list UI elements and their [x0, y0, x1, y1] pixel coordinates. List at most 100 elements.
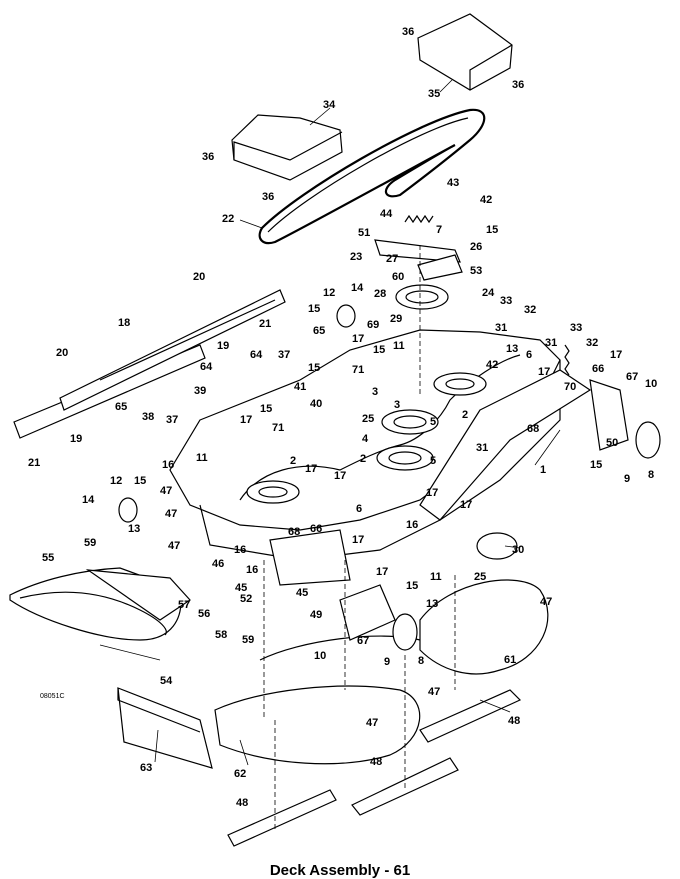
- callout-17: 17: [305, 463, 317, 475]
- callout-66: 66: [310, 523, 322, 535]
- callout-33: 33: [500, 295, 512, 307]
- callout-45: 45: [296, 587, 308, 599]
- callout-59: 59: [84, 537, 96, 549]
- callout-50: 50: [606, 437, 618, 449]
- callout-47: 47: [168, 540, 180, 552]
- callout-20: 20: [56, 347, 68, 359]
- callout-9: 9: [624, 473, 630, 485]
- callout-13: 13: [506, 343, 518, 355]
- callout-17: 17: [352, 534, 364, 546]
- callout-47: 47: [165, 508, 177, 520]
- callout-31: 31: [476, 442, 488, 454]
- callout-17: 17: [426, 487, 438, 499]
- callout-17: 17: [334, 470, 346, 482]
- deck-lower-shell: [214, 579, 549, 765]
- callout-16: 16: [406, 519, 418, 531]
- callout-4: 4: [362, 433, 369, 445]
- callout-64: 64: [200, 361, 213, 373]
- callout-67: 67: [626, 371, 638, 383]
- side-panel: [117, 687, 213, 769]
- callout-16: 16: [246, 564, 258, 576]
- callout-70: 70: [564, 381, 576, 393]
- callout-67: 67: [357, 635, 369, 647]
- callout-52: 52: [240, 593, 252, 605]
- callout-40: 40: [310, 398, 322, 410]
- callout-54: 54: [160, 675, 173, 687]
- callout-17: 17: [352, 333, 364, 345]
- callout-17: 17: [538, 366, 550, 378]
- callout-65: 65: [115, 401, 127, 413]
- callout-22: 22: [222, 213, 234, 225]
- callout-31: 31: [495, 322, 507, 334]
- callout-13: 13: [128, 523, 140, 535]
- callout-51: 51: [358, 227, 370, 239]
- callout-9: 9: [384, 656, 390, 668]
- callout-37: 37: [278, 349, 290, 361]
- callout-28: 28: [374, 288, 386, 300]
- leader-lines: [99, 79, 561, 766]
- callout-47: 47: [160, 485, 172, 497]
- callout-38: 38: [142, 411, 154, 423]
- callout-3: 3: [372, 386, 378, 398]
- reference-code: 08051C: [40, 693, 65, 700]
- callout-61: 61: [504, 654, 516, 666]
- callout-58: 58: [215, 629, 227, 641]
- callout-30: 30: [512, 544, 524, 556]
- callout-12: 12: [110, 475, 122, 487]
- callout-68: 68: [527, 423, 539, 435]
- callout-29: 29: [390, 313, 402, 325]
- deflector-rods: [13, 289, 286, 439]
- callout-3: 3: [394, 399, 400, 411]
- callout-20: 20: [193, 271, 205, 283]
- callout-63: 63: [140, 762, 152, 774]
- callout-64: 64: [250, 349, 263, 361]
- callout-15: 15: [308, 303, 320, 315]
- callout-13: 13: [426, 598, 438, 610]
- callout-5: 5: [430, 416, 436, 428]
- callout-49: 49: [310, 609, 322, 621]
- callout-17: 17: [240, 414, 252, 426]
- callout-23: 23: [350, 251, 362, 263]
- callout-46: 46: [212, 558, 224, 570]
- callout-1: 1: [540, 464, 546, 476]
- deck-rail: [419, 369, 592, 521]
- callout-2: 2: [290, 455, 296, 467]
- callout-35: 35: [428, 88, 440, 100]
- callout-42: 42: [480, 194, 492, 206]
- callout-15: 15: [590, 459, 602, 471]
- callout-32: 32: [586, 337, 598, 349]
- callout-25: 25: [474, 571, 486, 583]
- callout-16: 16: [162, 459, 174, 471]
- callout-43: 43: [447, 177, 459, 189]
- callout-21: 21: [259, 318, 271, 330]
- belt-cover-right: [417, 13, 513, 91]
- callout-2: 2: [462, 409, 468, 421]
- assembly-lines: [263, 245, 456, 830]
- callout-47: 47: [540, 596, 552, 608]
- callout-47: 47: [428, 686, 440, 698]
- callout-15: 15: [260, 403, 272, 415]
- callout-53: 53: [470, 265, 482, 277]
- callout-59: 59: [242, 634, 254, 646]
- callout-labels: 36 35 36 34 36 36 22 43 42 44 7 15 51 26…: [28, 26, 657, 809]
- callout-45: 45: [235, 582, 247, 594]
- belt-cover-left: [231, 114, 343, 181]
- tension-spring: [404, 214, 570, 376]
- wheel-brackets: [269, 379, 629, 641]
- callout-24: 24: [482, 287, 495, 299]
- callout-66: 66: [592, 363, 604, 375]
- callout-8: 8: [648, 469, 654, 481]
- gauge-wheels: [118, 304, 661, 651]
- callout-16: 16: [234, 544, 246, 556]
- callout-68: 68: [288, 526, 300, 538]
- callout-44: 44: [380, 208, 393, 220]
- callout-15: 15: [308, 362, 320, 374]
- callout-48: 48: [370, 756, 382, 768]
- callout-32: 32: [524, 304, 536, 316]
- callout-15: 15: [406, 580, 418, 592]
- callout-17: 17: [610, 349, 622, 361]
- callout-10: 10: [645, 378, 657, 390]
- callout-37: 37: [166, 414, 178, 426]
- callout-6: 6: [526, 349, 532, 361]
- callout-42: 42: [486, 359, 498, 371]
